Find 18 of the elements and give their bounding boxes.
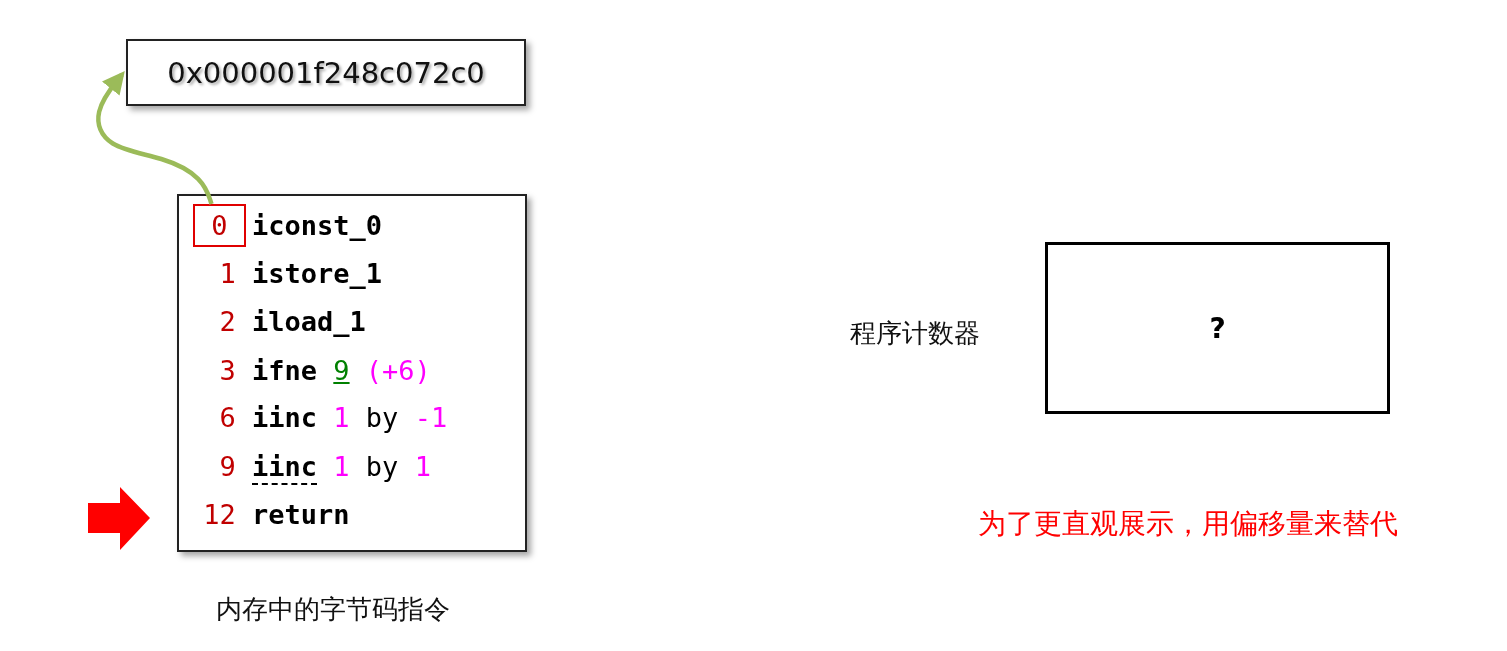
bytecode-line: iconst_0 bbox=[252, 209, 383, 243]
bytecode-line: 3 ifne 9 (+6) bbox=[219, 354, 431, 388]
bytecode-line: 1 istore_1 bbox=[219, 257, 383, 291]
bytecode-line: 9 iinc 1 by 1 bbox=[219, 450, 431, 484]
bytecode-box bbox=[177, 194, 527, 552]
node-label: 内存中的字节码指令 bbox=[216, 593, 450, 626]
offset-highlight-box bbox=[193, 204, 246, 247]
register-value-field bbox=[1045, 242, 1390, 414]
value-text: ? bbox=[1208, 310, 1227, 347]
bytecode-line: 12 return bbox=[203, 498, 350, 532]
offset-number: 0 bbox=[210, 209, 229, 243]
memory-address: 0x000001f248c072c0 bbox=[166, 54, 486, 92]
curved-arrow bbox=[96, 71, 214, 205]
address-box bbox=[126, 39, 526, 106]
node-label: 程序计数器 bbox=[850, 317, 980, 350]
note-text: 为了更直观展示，用偏移量来替代 bbox=[978, 506, 1398, 542]
bytecode-line: 6 iinc 1 by -1 bbox=[219, 401, 448, 435]
bytecode-line: 2 iload_1 bbox=[219, 305, 366, 339]
